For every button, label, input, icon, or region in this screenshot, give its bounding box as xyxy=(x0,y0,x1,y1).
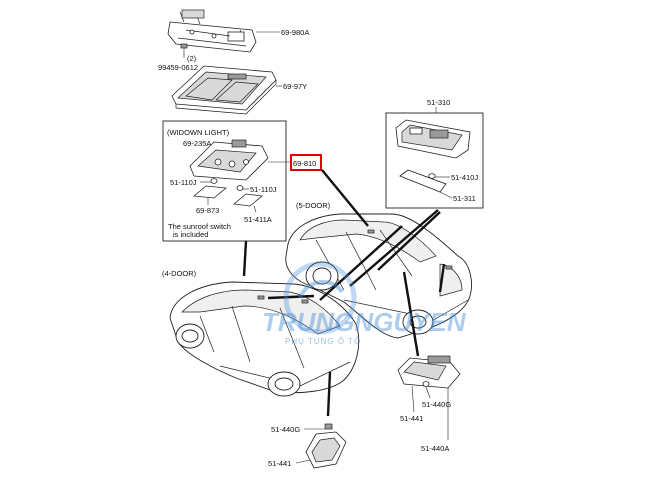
label-51-441-right: 51-441 xyxy=(400,414,423,423)
window-light-box xyxy=(162,120,287,242)
watermark-tagline: PHỤ TÙNG Ô TÔ xyxy=(285,337,361,346)
sunroof-note-line2: is included xyxy=(173,230,208,239)
label-widown-light: (WIDOWN LIGHT) xyxy=(167,128,230,137)
watermark-logo: TRUNGNGUYEN PHỤ TÙNG Ô TÔ xyxy=(262,261,467,346)
label-69-980A: 69-980A xyxy=(281,28,309,37)
lens-69-873 xyxy=(193,185,227,205)
car-4-door xyxy=(169,281,360,397)
label-51-110J-left: 51-110J xyxy=(170,178,197,187)
sunroof-note-line1: The sunroof switch xyxy=(168,222,231,231)
label-51-310: 51-310 xyxy=(427,98,450,107)
room-lamp-box xyxy=(385,112,484,209)
label-5-door: (5-DOOR) xyxy=(296,201,331,210)
label-69-810: 69-810 xyxy=(293,159,316,168)
pointer-arrows xyxy=(242,169,446,417)
lamp-bulb-51-440G-bottom xyxy=(304,423,333,430)
label-51-440A: 51-440A xyxy=(421,444,449,453)
label-99459-0612: 99459-0612 xyxy=(158,63,198,72)
bulb-51-110J-left xyxy=(200,178,218,184)
bracket-69-980A xyxy=(167,9,257,53)
lamp-51-440A xyxy=(397,355,461,389)
label-51-440G-bottom: 51-440G xyxy=(271,425,300,434)
leader-51-441-right xyxy=(411,385,415,413)
bulb-51-110J-right xyxy=(236,185,249,191)
leader-51-440G-right xyxy=(425,386,431,399)
label-qty-2: (2) xyxy=(187,54,197,63)
highlight-box-69-810 xyxy=(290,154,322,171)
label-51-411A: 51-411A xyxy=(244,215,272,224)
label-4-door: (4-DOOR) xyxy=(162,269,197,278)
screw-99459-0612 xyxy=(180,43,188,58)
room-lamp-51-310 xyxy=(395,119,471,159)
label-51-311: 51-311 xyxy=(453,194,476,203)
label-69-235A: 69-235A xyxy=(183,139,211,148)
room-lamp-bulb-51-410J xyxy=(428,173,450,179)
map-lamp-69-97Y xyxy=(171,65,277,115)
lamp-lens-51-441-bottom xyxy=(295,431,347,469)
label-51-110J-right: 51-110J xyxy=(250,185,277,194)
label-51-440G-right: 51-440G xyxy=(422,400,451,409)
car-5-door xyxy=(285,213,472,339)
watermark-name: TRUNGNGUYEN xyxy=(262,307,467,337)
lens-51-411A xyxy=(233,193,263,213)
label-69-97Y: 69-97Y xyxy=(283,82,307,91)
label-69-873: 69-873 xyxy=(196,206,219,215)
window-light-assembly xyxy=(189,139,269,181)
room-lamp-lens-51-311 xyxy=(399,169,453,199)
label-51-410J: 51-410J xyxy=(451,173,478,182)
label-51-441-bottom: 51-441 xyxy=(268,459,291,468)
